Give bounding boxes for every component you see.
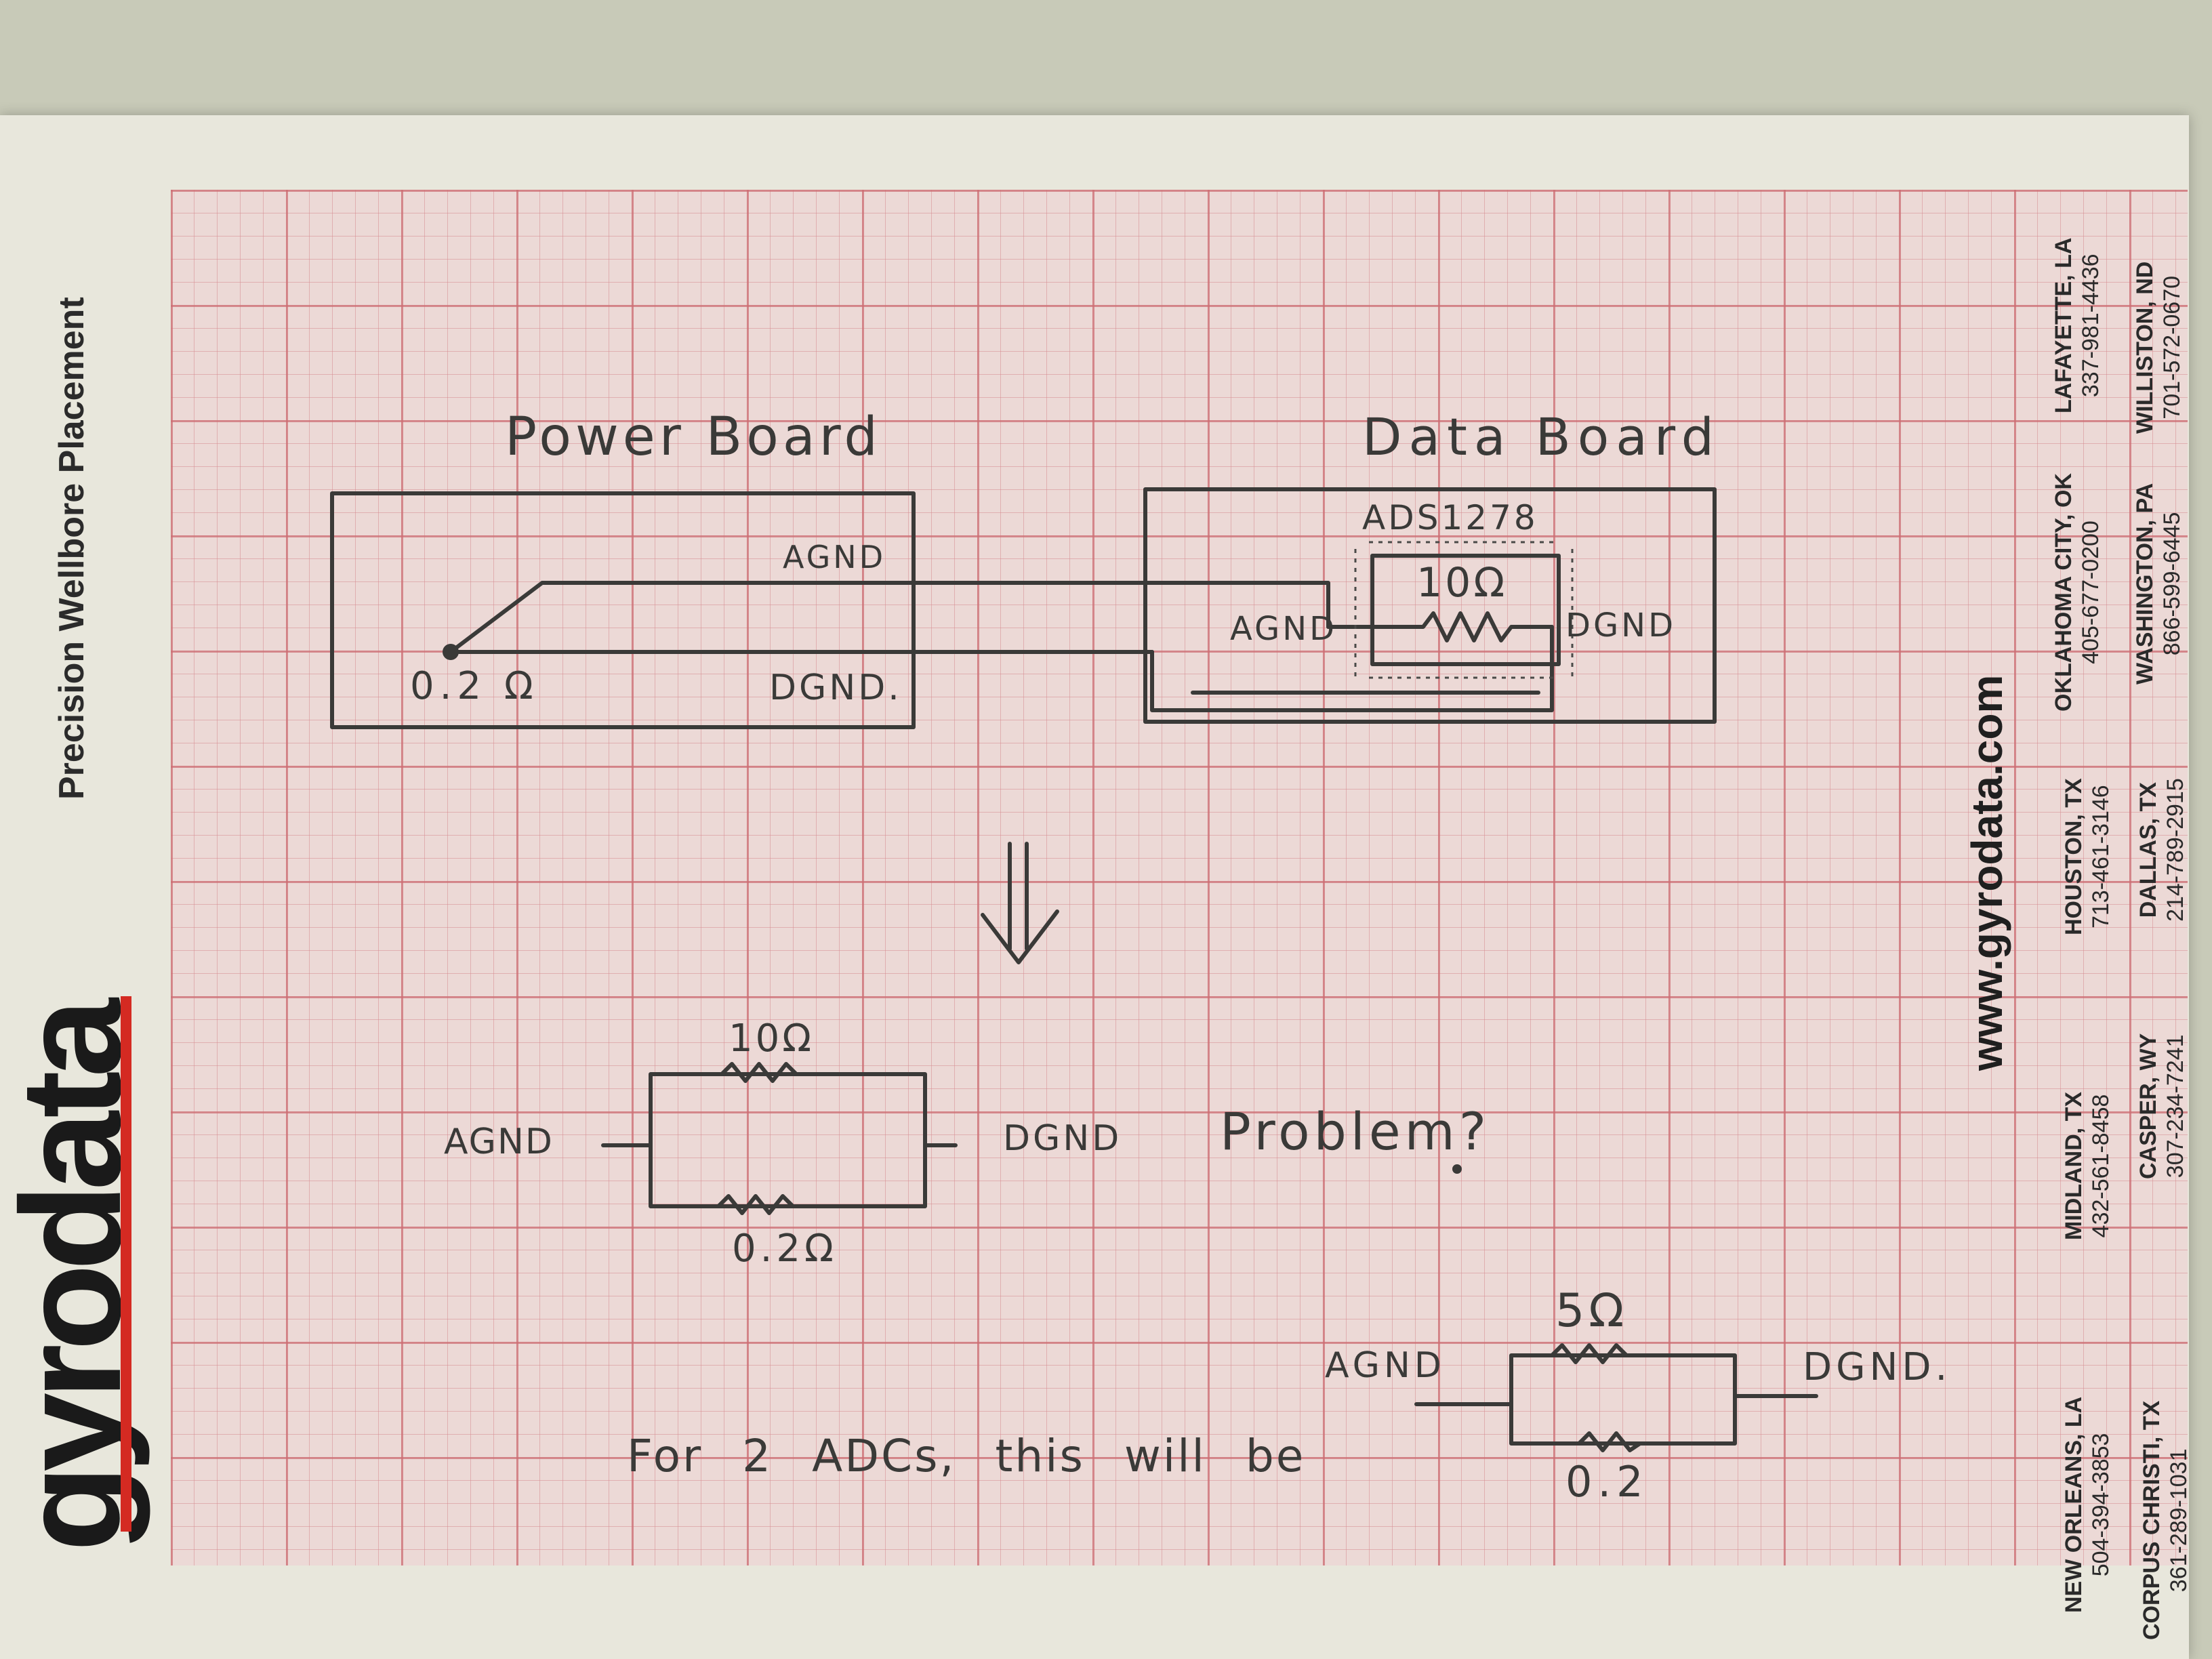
two-adc-agnd-label: AGND [1325, 1345, 1446, 1386]
problem-note: Problem? [1220, 1101, 1491, 1162]
power-resistor-label: 0.2 Ω [410, 664, 539, 708]
power-agnd-label: AGND [783, 539, 886, 575]
data-board-title: Data Board [1362, 407, 1721, 467]
ads1278-chip [1370, 554, 1561, 666]
two-adc-resistor-top [1550, 1343, 1629, 1364]
down-arrow [981, 842, 1059, 964]
graph-paper-grid [171, 190, 2188, 1565]
data-board-box [1143, 487, 1717, 724]
eq-resistor-bottom [716, 1194, 795, 1215]
two-adc-dgnd-label: DGND. [1803, 1345, 1952, 1389]
eq-resistor-bottom-label: 0.2Ω [732, 1227, 838, 1271]
power-board-title: Power Board [505, 407, 882, 468]
equivalent-box [649, 1072, 927, 1208]
two-adc-caption: For 2 ADCs, this will be [627, 1430, 1306, 1482]
agnd-trace [449, 581, 1154, 654]
eq-agnd-label: AGND [444, 1122, 554, 1162]
data-agnd-label: AGND [1230, 610, 1338, 648]
dgnd-trace-data [1150, 625, 1554, 712]
agnd-trace-data [1150, 581, 1330, 629]
power-dgnd-label: DGND. [769, 668, 902, 708]
brand-accent-bar [121, 996, 131, 1532]
chip-label: ADS1278 [1362, 498, 1538, 537]
chip-resistor [1326, 611, 1554, 642]
eq-resistor-top-label: 10Ω [729, 1017, 815, 1061]
eq-dgnd-label: DGND [1003, 1118, 1122, 1159]
two-adc-resistor-bottom-label: 0.2 [1565, 1457, 1649, 1507]
two-adc-resistor-top-label: 5Ω [1555, 1284, 1629, 1338]
data-dgnd-label: DGND [1565, 607, 1677, 644]
chip-resistor-label: 10Ω [1416, 559, 1508, 607]
eq-resistor-top [720, 1062, 798, 1083]
junction-dot [443, 644, 459, 660]
power-board-box [330, 491, 916, 729]
two-adc-resistor-bottom [1577, 1431, 1642, 1452]
